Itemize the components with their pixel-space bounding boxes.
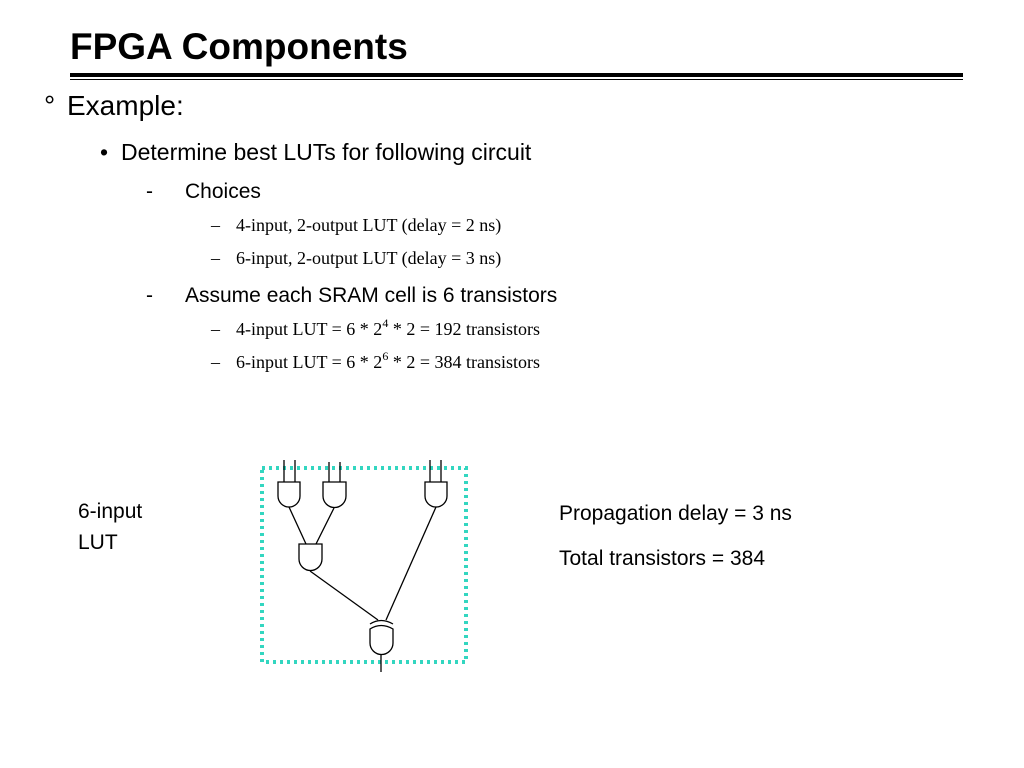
bullet-degree: ° (44, 90, 56, 121)
lut-boundary-box (260, 466, 468, 664)
choice-item: 6-input, 2-output LUT (delay = 3 ns) (236, 248, 502, 268)
propagation-delay: Propagation delay = 3 ns (559, 502, 792, 525)
calc-exponent: 4 (382, 316, 389, 330)
calc-pre: 6-input LUT = 6 * 2 (236, 352, 383, 372)
choice-item: 4-input, 2-output LUT (delay = 2 ns) (236, 215, 502, 235)
lut-label: 6-input LUT (78, 496, 188, 558)
xor-gate (369, 619, 394, 625)
wire (288, 506, 307, 545)
choices-heading: Choices (185, 180, 261, 203)
total-transistors: Total transistors = 384 (559, 547, 766, 570)
bullet-endash: – (211, 319, 220, 339)
and-gate (298, 543, 323, 572)
title-rule-thin (70, 79, 963, 80)
xor-gate (369, 624, 394, 656)
sram-calc-item: 4-input LUT = 6 * 24 * 2 = 192 transisto… (236, 316, 540, 340)
page-title: FPGA Components (70, 26, 408, 67)
wire (315, 507, 335, 545)
and-gate (277, 481, 301, 508)
lut-label-line1: 6-input (78, 500, 143, 523)
sram-heading: Assume each SRAM cell is 6 transistors (185, 284, 558, 307)
bullet-dash: - (146, 284, 153, 307)
title-rule-thick (70, 73, 963, 77)
calc-post: * 2 = 192 transistors (388, 319, 540, 339)
calc-exponent: 6 (382, 349, 389, 363)
bullet-endash: – (211, 352, 220, 372)
lut-label-line2: LUT (78, 531, 118, 554)
wire (385, 506, 437, 621)
heading-example: Example: (67, 90, 184, 121)
sram-calc-item: 6-input LUT = 6 * 26 * 2 = 384 transisto… (236, 349, 540, 373)
bullet-endash: – (211, 215, 220, 235)
bullet-endash: – (211, 248, 220, 268)
and-gate (322, 481, 347, 509)
task-text: Determine best LUTs for following circui… (121, 139, 532, 165)
wire (309, 570, 379, 621)
bullet-dash: - (146, 180, 153, 203)
and-gate (424, 481, 448, 508)
bullet-dot: • (100, 139, 109, 165)
calc-pre: 4-input LUT = 6 * 2 (236, 319, 383, 339)
calc-post: * 2 = 384 transistors (388, 352, 540, 372)
